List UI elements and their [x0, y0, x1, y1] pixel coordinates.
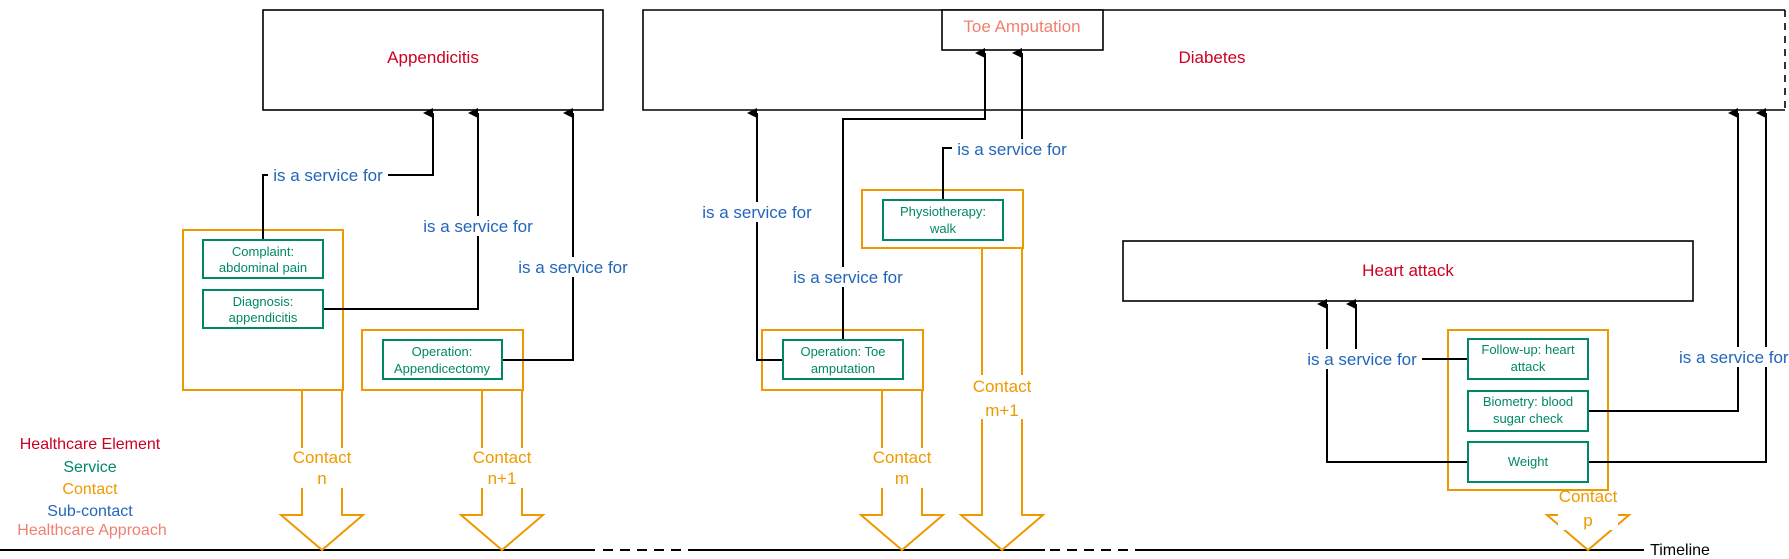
service-line-1: Biometry: blood	[1483, 394, 1573, 409]
healthcare-element-diabetes: Diabetes	[642, 9, 1786, 111]
sub-contact-label-heart-attack: is a service for	[1302, 349, 1422, 369]
service-followup: Follow-up: heart attack	[1467, 338, 1589, 380]
legend-service: Service	[63, 459, 116, 476]
service-line-1: Physiotherapy:	[900, 204, 986, 219]
contact-n1: Contact n+1	[458, 389, 546, 552]
contact-id: p	[1583, 511, 1592, 530]
service-line-1: Complaint:	[232, 244, 294, 259]
sub-contact-label: is a service for	[793, 268, 903, 287]
service-line-2: abdominal pain	[219, 260, 307, 275]
service-box	[202, 239, 324, 279]
service-complaint: Complaint: abdominal pain	[202, 239, 324, 279]
edge-weight-to-heart-attack	[1317, 299, 1468, 463]
sub-contact-label-operation-toe-diabetes: is a service for	[697, 202, 817, 222]
edge-weight-to-diabetes	[1588, 108, 1767, 463]
edge-operation-toe-to-diabetes	[747, 108, 783, 361]
service-operation-toe: Operation: Toe amputation	[782, 339, 904, 380]
service-line-2: Appendicectomy	[394, 361, 491, 376]
sub-contact-label-physiotherapy: is a service for	[952, 139, 1072, 159]
toe-amputation-label: Toe Amputation	[963, 17, 1080, 36]
contact-label: Contact	[873, 448, 932, 467]
sub-contact-label: is a service for	[702, 203, 812, 222]
contact-id: n+1	[488, 469, 517, 488]
contact-label: Contact	[473, 448, 532, 467]
timeline: Timeline	[0, 538, 1716, 559]
service-line-1: Operation:	[412, 344, 473, 359]
contact-label: Contact	[1559, 487, 1618, 506]
sub-contact-label: is a service for	[273, 166, 383, 185]
legend-contact: Contact	[62, 481, 118, 498]
service-line-1: Diagnosis:	[233, 294, 294, 309]
healthcare-approach-toe-amputation: Toe Amputation	[941, 9, 1104, 51]
sub-contact-label: is a service for	[423, 217, 533, 236]
contact-m: Contact m	[858, 389, 946, 552]
sub-contact-label: is a service for	[1679, 348, 1789, 367]
sub-contact-label-diabetes-right: is a service for	[1678, 347, 1789, 367]
edge-diagnosis-to-appendicitis	[323, 108, 479, 310]
service-line-1: Weight	[1508, 454, 1549, 469]
service-line-2: attack	[1511, 359, 1546, 374]
service-box	[1467, 338, 1589, 380]
service-box	[1467, 390, 1589, 432]
legend-healthcare-approach: Healthcare Approach	[17, 522, 166, 539]
sub-contact-label-appendicectomy: is a service for	[513, 257, 633, 277]
healthcare-element-heart-attack: Heart attack	[1122, 240, 1694, 302]
contact-n: Contact n	[278, 389, 366, 552]
service-box	[382, 339, 503, 380]
sub-contact-label-diagnosis: is a service for	[418, 216, 538, 236]
service-diagnosis: Diagnosis: appendicitis	[202, 289, 324, 329]
sub-contact-label-complaint: is a service for	[268, 165, 388, 185]
service-line-2: sugar check	[1493, 411, 1564, 426]
legend-sub-contact: Sub-contact	[47, 503, 133, 520]
legend: Healthcare Element Service Contact Sub-c…	[17, 436, 166, 539]
contact-id: n	[317, 469, 326, 488]
legend-healthcare-element: Healthcare Element	[20, 436, 161, 453]
service-operation-appendectomy: Operation: Appendicectomy	[382, 339, 503, 380]
sub-contact-label: is a service for	[518, 258, 628, 277]
sub-contact-label: is a service for	[957, 140, 1067, 159]
service-line-1: Follow-up: heart	[1481, 342, 1575, 357]
contact-id: m+1	[985, 401, 1019, 420]
service-line-2: walk	[929, 221, 957, 236]
service-physiotherapy: Physiotherapy: walk	[882, 199, 1004, 241]
service-line-1: Operation: Toe	[800, 344, 885, 359]
healthcare-element-appendicitis: Appendicitis	[262, 9, 604, 111]
appendicitis-box	[262, 9, 604, 111]
sub-contact-label-operation-toe-approach: is a service for	[788, 267, 908, 287]
contact-m1: Contact m+1	[958, 247, 1046, 552]
service-biometry: Biometry: blood sugar check	[1467, 390, 1589, 432]
diabetes-label: Diabetes	[1178, 48, 1245, 67]
service-line-2: appendicitis	[229, 310, 298, 325]
toe-amputation-box	[941, 9, 1104, 51]
contact-id: m	[895, 469, 909, 488]
service-box	[782, 339, 904, 380]
appendicitis-label: Appendicitis	[387, 48, 479, 67]
contact-label: Contact	[973, 377, 1032, 396]
edge-appendicectomy-to-appendicitis	[502, 108, 574, 361]
service-line-2: amputation	[811, 361, 875, 376]
service-weight: Weight	[1467, 441, 1589, 483]
contact-label: Contact	[293, 448, 352, 467]
service-box	[202, 289, 324, 329]
service-box	[1467, 441, 1589, 483]
heart-attack-box	[1122, 240, 1694, 302]
contact-p: Contact p	[1544, 487, 1632, 552]
service-box	[882, 199, 1004, 241]
heart-attack-label: Heart attack	[1362, 261, 1454, 280]
diabetes-box	[642, 9, 1785, 111]
timeline-label: Timeline	[1650, 542, 1710, 559]
sub-contact-label: is a service for	[1307, 350, 1417, 369]
edge-biometry-to-diabetes	[1588, 108, 1739, 412]
edge-operation-toe-to-toe-amputation	[842, 48, 986, 340]
